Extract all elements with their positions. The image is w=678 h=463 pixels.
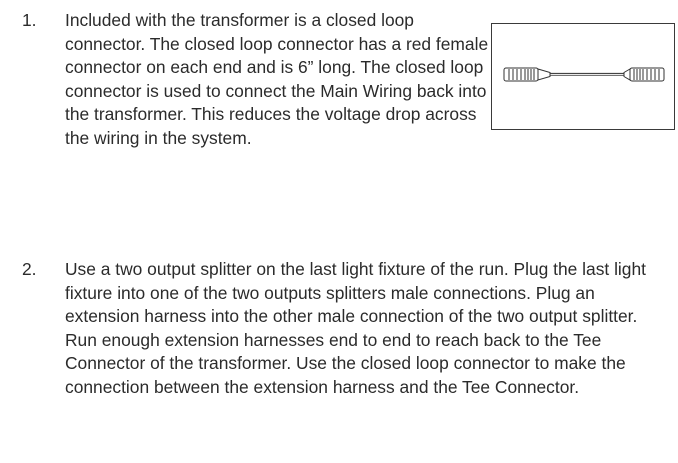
connector-illustration [491,23,675,130]
step-text: Use a two output splitter on the last li… [65,259,646,397]
step-number: 1. [22,10,37,30]
step-text: Included with the transformer is a close… [65,10,489,148]
closed-loop-connector-icon [503,67,665,82]
step-number: 2. [22,259,37,279]
